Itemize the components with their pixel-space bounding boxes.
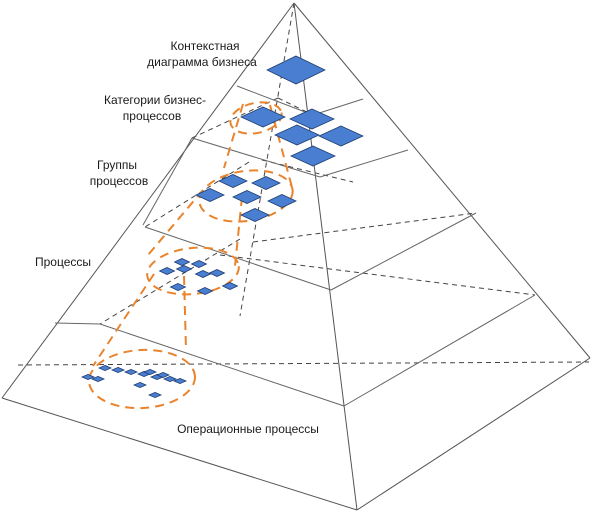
operational-tile — [162, 375, 178, 383]
label-processes: Процессы — [35, 255, 91, 269]
label-categories-1: Категории бизнес- — [104, 93, 206, 107]
label-categories-2: процессов — [123, 109, 181, 123]
operational-tile — [90, 375, 106, 383]
category-tile — [274, 124, 320, 146]
focus-ellipse-operational — [88, 348, 196, 410]
label-operational: Операционные процессы — [177, 422, 319, 436]
group-tile — [195, 188, 225, 202]
group-tile — [251, 176, 281, 190]
focus-connectors — [92, 103, 294, 367]
level-back-lines — [17, 97, 590, 366]
process-tile — [190, 260, 208, 268]
back-edge — [239, 2, 295, 317]
process-tile — [221, 282, 239, 290]
pyramid-outline — [1, 2, 591, 511]
label-groups-2: процессов — [90, 174, 148, 188]
group-tile — [232, 190, 262, 204]
category-tile — [240, 106, 286, 128]
category-tile — [318, 125, 364, 147]
level-front-lines — [54, 85, 536, 407]
process-tile — [196, 287, 214, 295]
process-tile — [175, 265, 193, 273]
level-labels: Контекстная диаграмма бизнеса Категории … — [35, 39, 319, 436]
process-tile — [194, 270, 212, 278]
operational-tile — [132, 381, 148, 389]
process-tile — [158, 267, 176, 275]
process-tile — [169, 283, 187, 291]
operational-tile — [155, 371, 171, 379]
operational-tile — [110, 366, 126, 374]
focus-ellipse-processes — [146, 246, 240, 296]
label-context-2: диаграмма бизнеса — [147, 55, 257, 69]
focus-ellipse-categories — [229, 101, 283, 135]
operational-tile — [147, 391, 163, 399]
category-tile — [290, 145, 336, 167]
operational-tile — [142, 368, 158, 376]
operational-tile — [80, 373, 96, 381]
operational-tile — [97, 364, 113, 372]
category-tile — [289, 108, 335, 130]
process-tile — [173, 258, 191, 266]
operational-tile — [172, 377, 188, 385]
label-context-1: Контекстная — [170, 39, 239, 53]
focus-ellipses — [88, 101, 294, 410]
process-tiles — [80, 55, 364, 399]
group-tile — [240, 208, 270, 222]
focus-ellipse-groups — [198, 169, 294, 223]
group-tile — [218, 174, 248, 188]
operational-tile — [123, 368, 139, 376]
label-groups-1: Группы — [97, 158, 137, 172]
process-tile — [208, 269, 226, 277]
context-tile — [266, 55, 326, 85]
group-tile — [267, 194, 297, 208]
